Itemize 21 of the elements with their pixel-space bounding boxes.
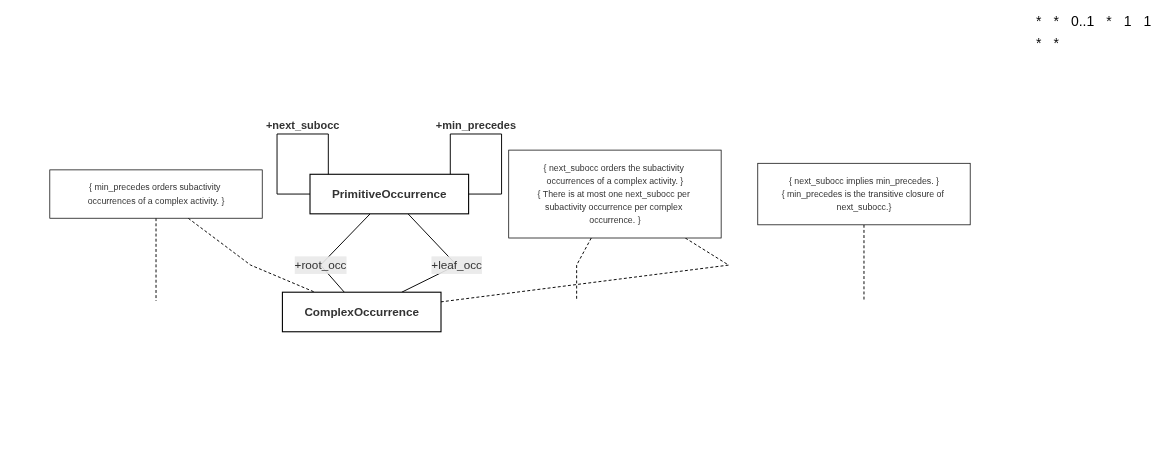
multiplicity-label: 0..1 xyxy=(1070,13,1095,29)
role-label: +min_precedes xyxy=(435,118,517,131)
association-line xyxy=(449,133,503,195)
role-label: +next_subocc xyxy=(265,118,340,131)
edge-label: +leaf_occ xyxy=(431,258,482,271)
multiplicity-label: * xyxy=(1106,13,1112,29)
node-box: { next_subocc implies min_precedes. } { min_precedes is the transitive closure of next_subocc.} xyxy=(757,162,971,225)
multiplicity-label: 1 xyxy=(1123,13,1132,29)
multiplicity-label: * xyxy=(1053,35,1059,51)
node-box: { next_subocc orders the subactivity occurrences of a complex activity. } { There is at most one next_subocc per subactivity occurrence per complex occurrence. } xyxy=(508,149,722,238)
node-box: { min_precedes orders subactivity occurrences of a complex activity. } xyxy=(49,169,263,219)
edge-label: +root_occ xyxy=(294,258,347,271)
multiplicity-label: * xyxy=(1036,35,1042,51)
association-line xyxy=(276,133,329,195)
multiplicity-label: * xyxy=(1053,13,1059,29)
multiplicity-label: * xyxy=(1036,13,1042,29)
node-box: PrimitiveOccurrence xyxy=(309,173,470,214)
node-box: ComplexOccurrence xyxy=(281,291,442,332)
connector xyxy=(576,237,592,301)
connector xyxy=(155,217,157,301)
multiplicity-label: 1 xyxy=(1143,13,1152,29)
